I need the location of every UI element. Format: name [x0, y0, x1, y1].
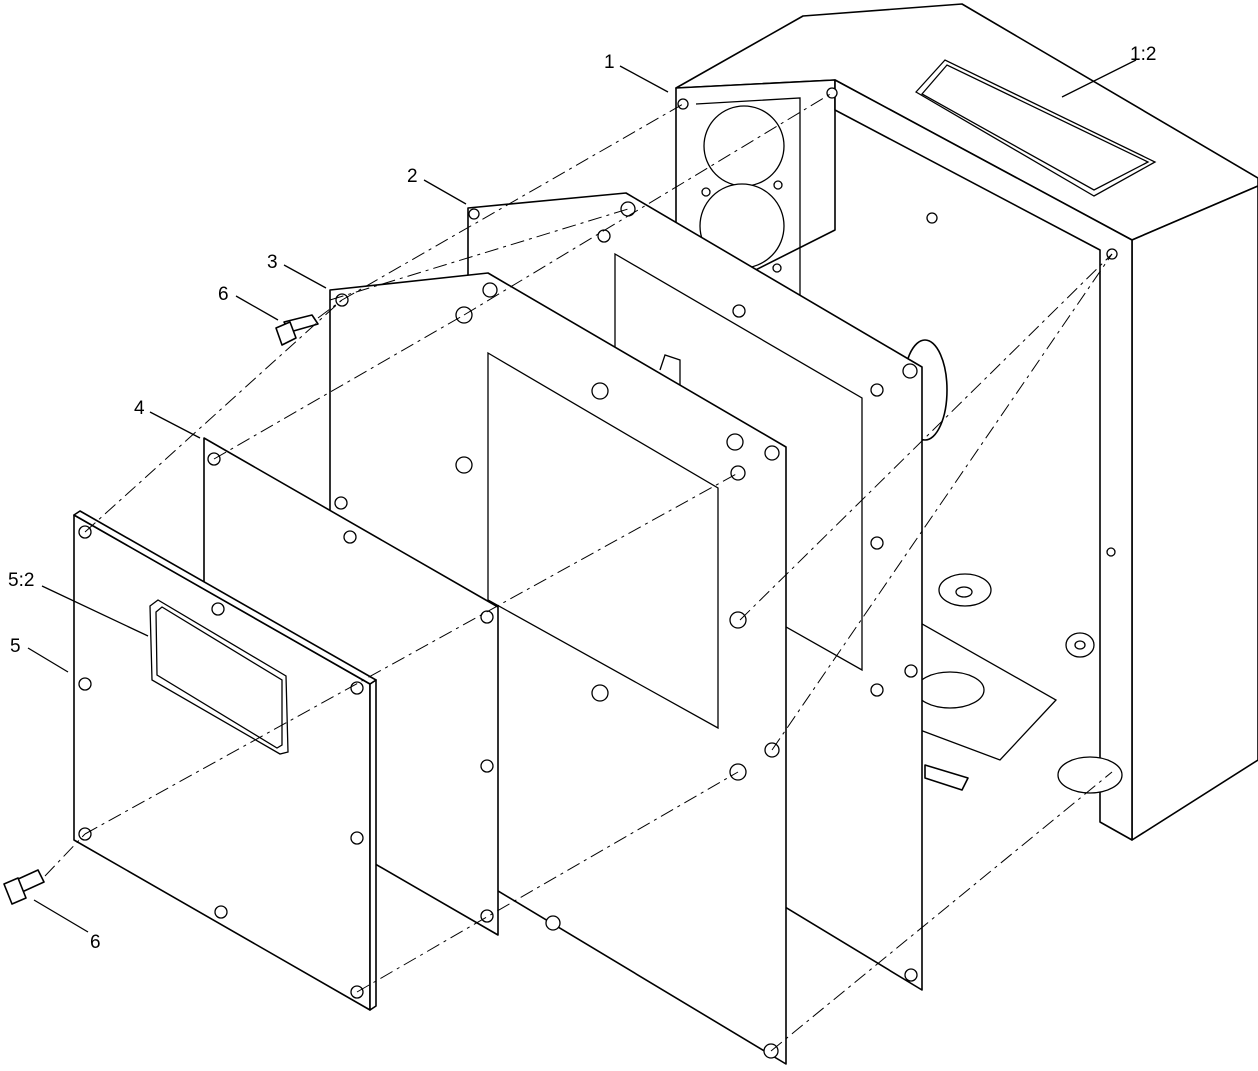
callout-4: 4: [134, 398, 145, 419]
callout-3: 3: [267, 252, 278, 273]
screw-lower: [3, 869, 45, 905]
callout-1: 1: [604, 52, 615, 73]
callout-1-2: 1:2: [1130, 44, 1156, 65]
enclosure-housing: [675, 3, 1258, 841]
callout-5-2: 5:2: [8, 570, 34, 591]
front-cover: [73, 510, 377, 1011]
callout-6-upper: 6: [218, 284, 229, 305]
callout-6-lower: 6: [90, 932, 101, 953]
callouts: 1 1:2 2 3 6 4 5:2 5 6: [8, 44, 1156, 953]
callout-leaders: [27, 59, 1137, 933]
callout-5: 5: [10, 636, 21, 657]
callout-2: 2: [407, 166, 418, 187]
screw-upper: [275, 314, 319, 346]
assembly-centerlines: [44, 92, 1113, 1052]
